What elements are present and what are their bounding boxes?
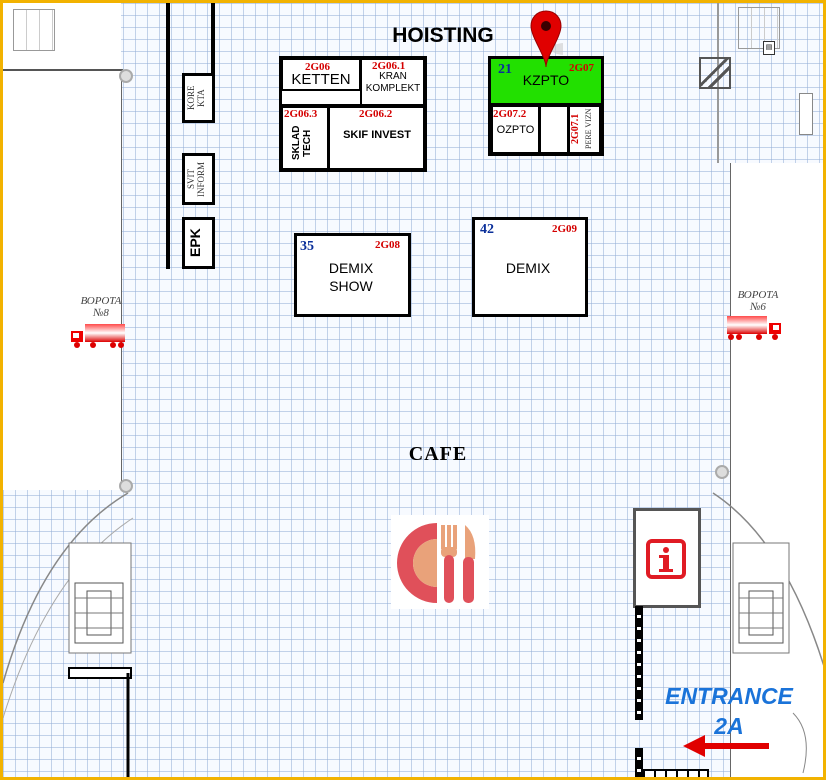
entrance-label: ENTRANCE 2A — [651, 681, 807, 741]
left-wall-line — [3, 69, 123, 71]
booth-sklad-name: SKLAD TECH — [285, 120, 325, 166]
left-wall-column — [3, 70, 122, 490]
info-icon[interactable] — [645, 538, 687, 580]
booth-kran-name: KRAN KOMPLEKT — [365, 71, 421, 94]
pillar — [119, 69, 133, 83]
booth-demix-show[interactable] — [294, 233, 411, 317]
booth-skif-code: 2G06.2 — [359, 108, 393, 120]
booth-perevizn-name: PERE VIZN — [584, 108, 593, 150]
booth-ozpto-code: 2G07.2 — [493, 108, 527, 120]
booth-epk[interactable] — [182, 217, 215, 269]
booth-demix-show-code: 2G08 — [375, 239, 401, 251]
gate-right-label: ВОРОТА №6 — [728, 289, 788, 313]
gate-right-line2: №6 — [750, 301, 766, 313]
booth-demix-name: DEMIX — [505, 260, 551, 276]
booth-demix-show-name: DEMIX SHOW — [328, 260, 374, 294]
right-pipe — [799, 93, 813, 135]
booth-skif[interactable] — [328, 106, 425, 170]
left-top-window — [13, 9, 55, 51]
entrance-line2: 2A — [714, 713, 744, 739]
booth-divider — [281, 104, 425, 107]
booth-kzpto-name: KZPTO — [522, 72, 570, 88]
pillar — [119, 479, 133, 493]
stair-diagonal-mark — [699, 57, 731, 89]
booth-spacer — [539, 105, 569, 154]
booth-skif-name: SKIF INVEST — [343, 129, 411, 141]
gate-left-line2: №8 — [93, 307, 109, 319]
booth-kzpto-number: 21 — [498, 62, 512, 77]
truck-icon — [727, 316, 781, 340]
booth-korekta[interactable] — [182, 73, 215, 123]
gate-left-line1: ВОРОТА — [80, 295, 122, 307]
cafe-cutlery-icon[interactable] — [391, 515, 489, 609]
left-curved-wall — [3, 492, 134, 777]
booth-demix[interactable] — [472, 217, 588, 317]
booth-ketten[interactable] — [281, 58, 361, 91]
barrier-line — [635, 748, 643, 777]
right-corner-mark: ▤ — [763, 41, 775, 55]
info-booth — [633, 508, 701, 608]
booth-ketten-name: KETTEN — [291, 71, 351, 88]
booth-kran[interactable] — [360, 58, 425, 106]
right-curved-wall — [712, 492, 823, 774]
booth-sklad-code: 2G06.3 — [284, 108, 318, 120]
booth-kran-code: 2G06.1 — [372, 60, 406, 72]
gate-right-line1: ВОРОТА — [737, 289, 779, 301]
gate-left-label: ВОРОТА №8 — [71, 295, 131, 319]
booth-demix-show-number: 35 — [300, 239, 314, 254]
cafe-label: CAFE — [408, 443, 468, 465]
booth-demix-code: 2G09 — [552, 223, 578, 235]
truck-icon — [71, 324, 125, 348]
pillar — [715, 465, 729, 479]
booth-sklad-name-text: SKLAD TECH — [291, 125, 313, 161]
booth-ketten-code: 2G06 — [305, 61, 331, 73]
booth-demix-number: 42 — [480, 222, 494, 237]
booth-kzpto-code: 2G07 — [569, 62, 595, 74]
barrier-line — [635, 606, 643, 720]
booth-sklad[interactable] — [281, 106, 329, 170]
right-wall-column — [730, 163, 823, 777]
booth-epk-label: EPK — [187, 228, 203, 258]
left-arrow-icon — [683, 735, 769, 757]
barrier-bottom — [643, 769, 709, 777]
left-partition — [166, 3, 170, 269]
hoisting-label: HOISTING — [392, 24, 494, 47]
booth-ozpto-name: OZPTO — [496, 124, 535, 136]
left-partition-inner — [211, 3, 215, 73]
location-pin-icon[interactable] — [529, 9, 563, 69]
booth-perevizn-code: 2G07.1 — [570, 113, 581, 145]
booth-svit-inform-label: SVIT INFORM — [186, 161, 206, 197]
booth-svit-inform[interactable] — [182, 153, 215, 205]
booth-korekta-label: KORE KTA — [186, 85, 206, 111]
booth-perevizn[interactable] — [568, 105, 601, 154]
entrance-line1: ENTRANCE — [665, 683, 793, 709]
